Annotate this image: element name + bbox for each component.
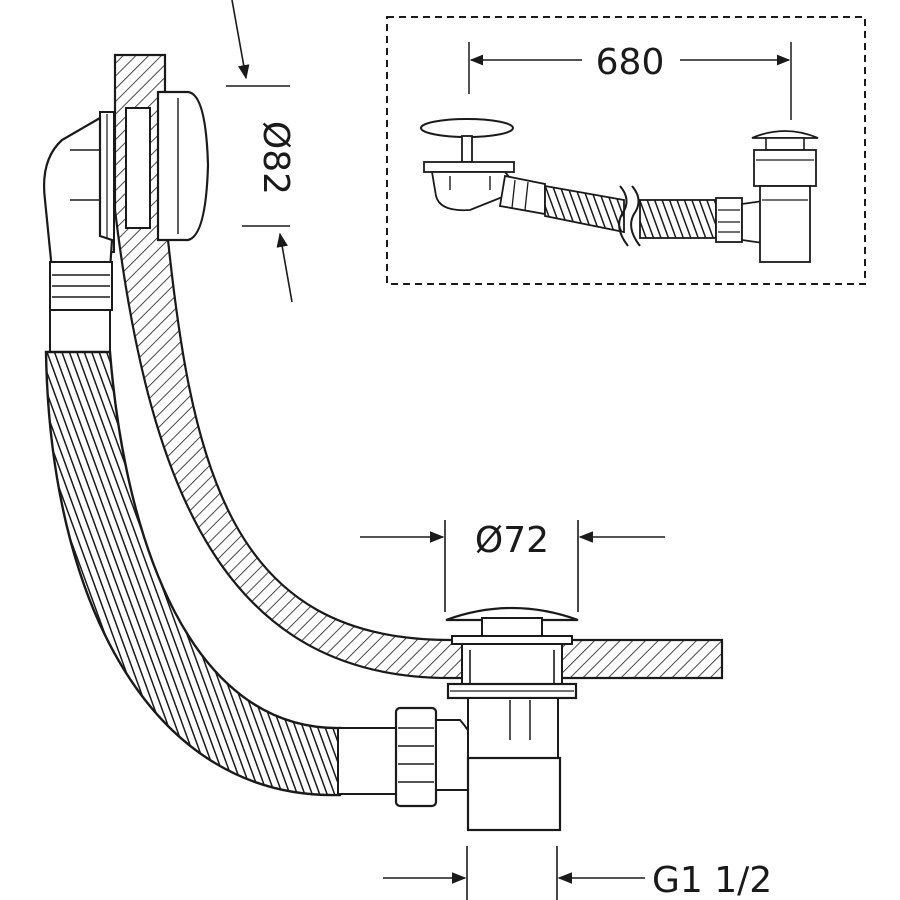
total-length-label: 680 [596, 42, 665, 83]
overflow-assembly [43, 90, 210, 353]
inset-drain [715, 130, 819, 263]
thread-label: G1 1/2 [652, 860, 772, 900]
inset-pipe [498, 174, 717, 247]
drain-diameter-label: Ø72 [475, 520, 549, 561]
dimension-overflow-diameter: Ø82 [226, 0, 296, 303]
hose-nut [337, 706, 479, 808]
dimension-total-length: 680 [468, 42, 792, 120]
overflow-diameter-label: Ø82 [255, 121, 296, 195]
drain-waste [445, 606, 579, 832]
bathtub-wall [113, 53, 724, 680]
dimension-thread: G1 1/2 [383, 846, 772, 900]
dimension-drain-diameter: Ø72 [360, 520, 665, 612]
inset-overview: 680 [386, 16, 866, 285]
